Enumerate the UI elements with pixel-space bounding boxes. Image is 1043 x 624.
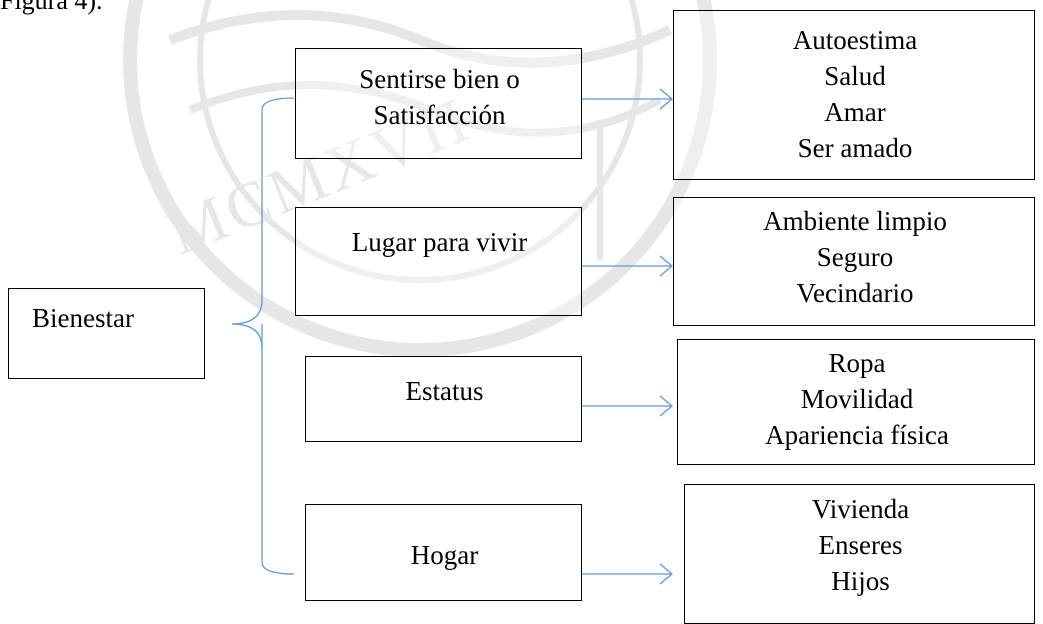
items-list: Autoestima Salud Amar Ser amado [674,22,1036,166]
bracket-tip [231,323,263,349]
item-text: Ambiente limpio [763,206,947,236]
item-text: Vecindario [796,278,914,308]
category-label: Estatus [306,373,583,409]
category-label: Hogar [306,537,583,573]
item-text: Salud [824,61,886,91]
category-label: Lugar para vivir [296,224,583,260]
category-label-line: Sentirse bien o [359,64,520,94]
items-list: Ambiente limpio Seguro Vecindario [674,203,1036,311]
item-text: Hijos [831,566,890,596]
items-box-lugar: Ambiente limpio Seguro Vecindario [673,197,1035,326]
items-box-satisfaccion: Autoestima Salud Amar Ser amado [673,10,1035,180]
item-text: Movilidad [800,384,914,414]
category-box-lugar: Lugar para vivir [295,207,582,316]
item-text: Seguro [816,242,894,272]
category-label-line: Hogar [410,540,479,570]
arrow-4 [582,563,674,585]
category-label: Sentirse bien o Satisfacción [296,61,583,133]
category-label-line: Estatus [405,376,484,406]
arrow-2 [582,255,674,277]
category-box-hogar: Hogar [305,504,582,601]
item-text: Ropa [828,348,886,378]
category-box-estatus: Estatus [305,356,582,442]
category-box-satisfaccion: Sentirse bien o Satisfacción [295,48,582,159]
item-text: Ser amado [797,133,913,163]
item-text: Enseres [818,530,903,560]
arrow-3 [582,395,674,417]
root-label: Bienestar [32,303,134,333]
item-text: Apariencia física [765,420,949,450]
item-text: Vivienda [811,494,910,524]
items-list: Ropa Movilidad Apariencia física [678,345,1036,453]
item-text: Autoestima [792,25,918,55]
arrow-1 [582,88,674,110]
items-box-hogar: Vivienda Enseres Hijos [684,484,1035,624]
main-bracket [231,97,295,575]
category-label-line: Satisfacción [373,100,506,130]
items-list: Vivienda Enseres Hijos [685,491,1036,599]
figure-caption: Figura 4). [0,0,103,15]
items-box-estatus: Ropa Movilidad Apariencia física [677,339,1035,465]
category-label-line: Lugar para vivir [351,227,528,257]
item-text: Amar [824,97,886,127]
root-box-bienestar: Bienestar [8,288,205,379]
